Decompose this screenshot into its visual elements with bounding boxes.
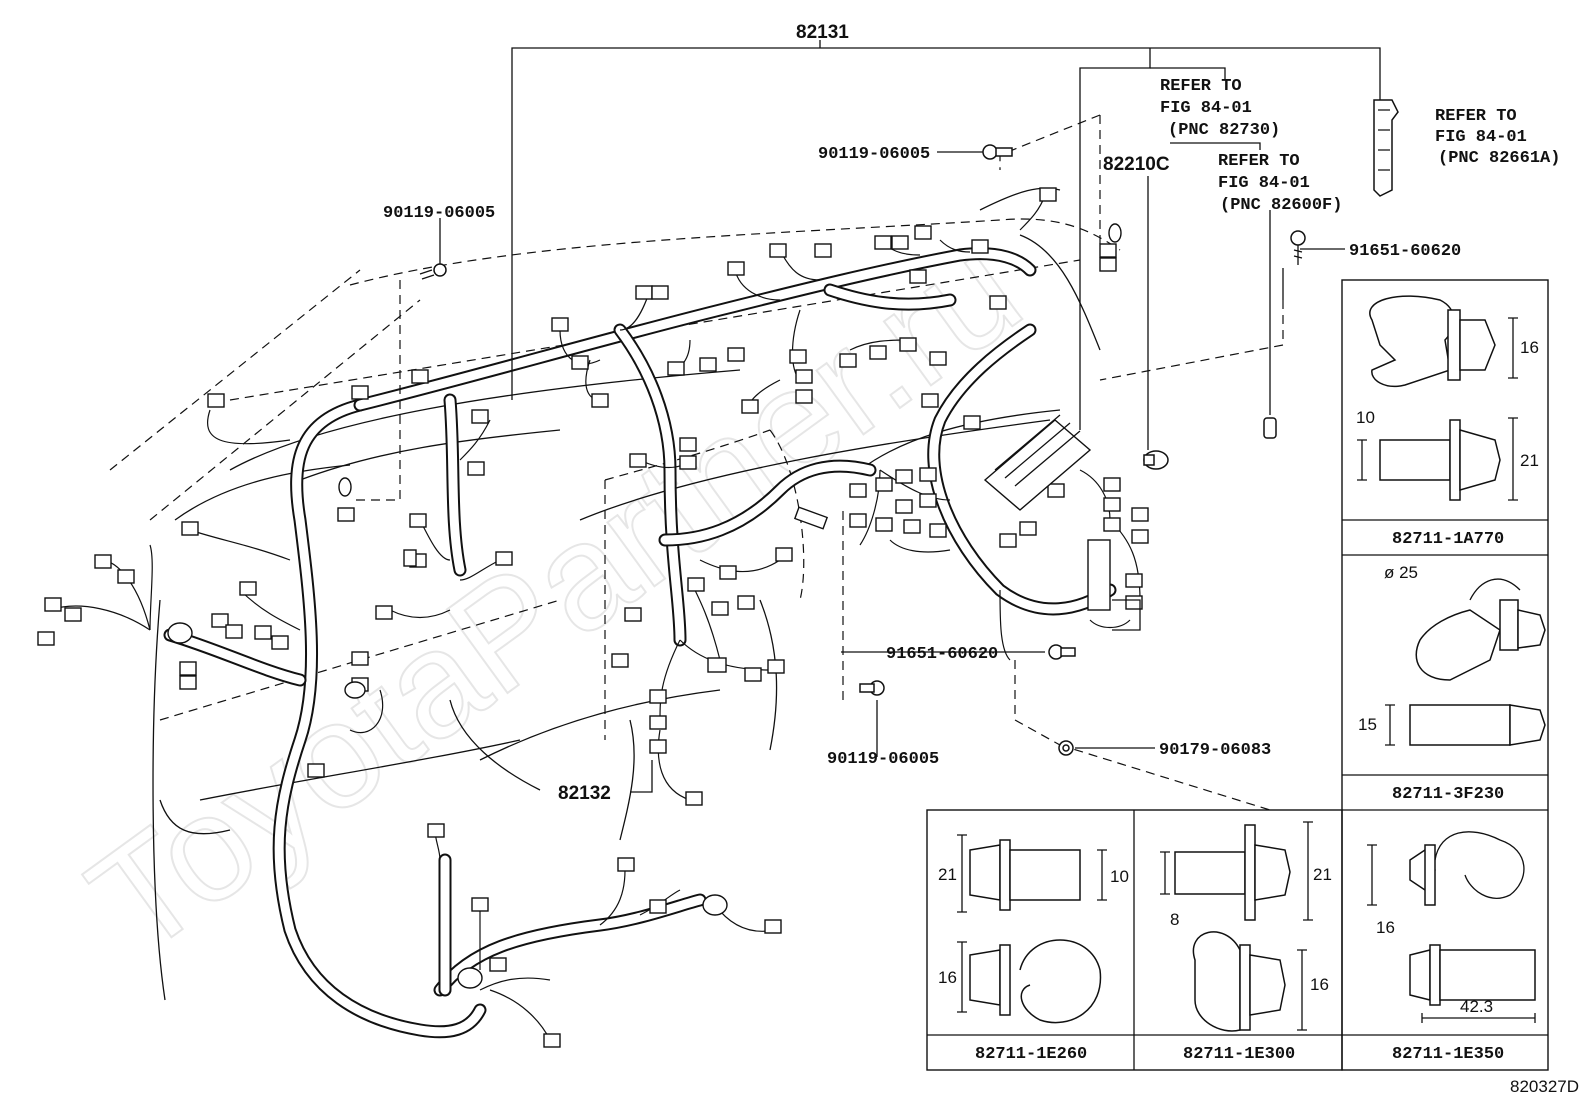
clip-panel-1a770: 16 10 21 82711-1A770 — [1356, 295, 1539, 549]
bolt-mid — [1048, 644, 1076, 660]
refer-note-82730: REFER TO FIG 84-01 (PNC 82730) — [1160, 77, 1280, 140]
svg-text:82711-1E260: 82711-1E260 — [975, 1045, 1087, 1064]
bolt-top — [982, 144, 1013, 160]
bolt-bottom — [859, 680, 885, 696]
dashboard-outline — [109, 187, 1121, 1001]
svg-text:REFER TO: REFER TO — [1218, 152, 1300, 171]
svg-text:82711-1A770: 82711-1A770 — [1392, 530, 1504, 549]
callout-bolt-c: 90119-06005 — [827, 750, 939, 769]
clip-panel-1e300: 8 21 16 82711-1E300 — [1160, 821, 1332, 1064]
refer-note-82661a: REFER TO FIG 84-01 (PNC 82661A) — [1435, 107, 1560, 168]
svg-text:82711-3F230: 82711-3F230 — [1392, 785, 1504, 804]
svg-text:FIG 84-01: FIG 84-01 — [1218, 174, 1310, 193]
svg-text:16: 16 — [1310, 975, 1329, 994]
svg-text:16: 16 — [938, 968, 957, 987]
bracket-82661a — [1373, 99, 1399, 197]
svg-text:21: 21 — [1520, 451, 1539, 470]
clip-cond — [1143, 450, 1169, 470]
main-harness — [163, 247, 1117, 1039]
svg-text:(PNC 82730): (PNC 82730) — [1168, 121, 1280, 140]
diagram-id: 820327D — [1510, 1077, 1579, 1096]
clip-panel-3f230: ø 25 15 82711-3F230 — [1358, 563, 1546, 804]
callout-82132: 82132 — [558, 783, 611, 804]
clip-panel-1e260: 21 10 16 82711-1E260 — [938, 834, 1129, 1064]
leader-lines — [350, 40, 1381, 811]
svg-text:82711-1E300: 82711-1E300 — [1183, 1045, 1295, 1064]
callout-bolt-e: 91651-60620 — [886, 645, 998, 664]
bolt-right — [1290, 230, 1306, 265]
callout-82131: 82131 — [796, 22, 849, 43]
svg-text:ø 25: ø 25 — [1384, 563, 1418, 582]
clip-panel-1e350: 16 42.3 82711-1E350 — [1367, 831, 1536, 1064]
callout-nut: 90179-06083 — [1159, 741, 1271, 760]
fasteners — [419, 99, 1399, 756]
connectors — [37, 187, 1149, 1048]
nut — [1058, 740, 1074, 756]
svg-text:15: 15 — [1358, 715, 1377, 734]
svg-text:8: 8 — [1170, 910, 1179, 929]
svg-text:42.3: 42.3 — [1460, 997, 1493, 1016]
svg-text:16: 16 — [1520, 338, 1539, 357]
callout-82210c: 82210C — [1103, 154, 1170, 175]
callout-bolt-a: 90119-06005 — [383, 204, 495, 223]
clip-hanging — [1263, 417, 1277, 439]
svg-text:FIG 84-01: FIG 84-01 — [1435, 128, 1527, 147]
svg-text:(PNC 82600F): (PNC 82600F) — [1220, 196, 1342, 215]
bolt-left — [419, 263, 447, 280]
svg-text:10: 10 — [1356, 408, 1375, 427]
refer-note-82600f: REFER TO FIG 84-01 (PNC 82600F) — [1218, 152, 1342, 215]
callout-labels: 82131 82132 82210C 90119-06005 90119-060… — [383, 22, 1560, 804]
callout-bolt-d: 91651-60620 — [1349, 242, 1461, 261]
svg-text:(PNC 82661A): (PNC 82661A) — [1438, 149, 1560, 168]
svg-text:REFER TO: REFER TO — [1160, 77, 1242, 96]
svg-text:16: 16 — [1376, 918, 1395, 937]
svg-text:FIG 84-01: FIG 84-01 — [1160, 99, 1252, 118]
clip-panels: 16 10 21 82711-1A770 ø 25 15 82711-3F230 — [926, 279, 1549, 1071]
svg-text:82711-1E350: 82711-1E350 — [1392, 1045, 1504, 1064]
svg-text:21: 21 — [1313, 865, 1332, 884]
svg-text:REFER TO: REFER TO — [1435, 107, 1517, 126]
svg-text:10: 10 — [1110, 867, 1129, 886]
svg-text:21: 21 — [938, 865, 957, 884]
callout-bolt-b: 90119-06005 — [818, 145, 930, 164]
